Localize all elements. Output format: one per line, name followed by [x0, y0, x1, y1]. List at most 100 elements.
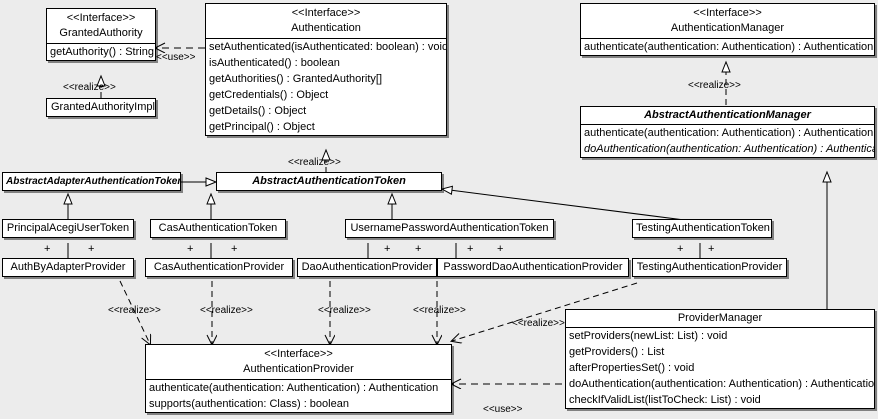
- class-name: AbstractAuthenticationToken: [252, 175, 406, 187]
- class-authentication-manager[interactable]: <<Interface>> AuthenticationManager auth…: [580, 3, 875, 56]
- operations-compartment: authenticate(authentication: Authenticat…: [146, 380, 451, 412]
- association-marker-plus: +: [708, 243, 715, 255]
- operation: supports(authentication: Class) : boolea…: [149, 398, 349, 410]
- edge-label-realize-abstract-authentication-manager: <<realize>>: [688, 80, 741, 91]
- operations-compartment: authenticate(authentication: Authenticat…: [581, 125, 874, 157]
- operation: getAuthorities() : GrantedAuthority[]: [209, 73, 383, 85]
- compartment-separator: [566, 327, 874, 328]
- association-marker-plus: +: [467, 243, 474, 255]
- class-name: PasswordDaoAuthenticationProvider: [443, 261, 623, 273]
- operations-compartment: setProviders(newList: List) : void getPr…: [566, 328, 874, 408]
- operation: getDetails() : Object: [209, 105, 307, 117]
- class-testing-authentication-provider[interactable]: TestingAuthenticationProvider: [632, 258, 787, 277]
- stereotype-label: <<Interface>>: [291, 7, 361, 19]
- association-marker-plus: +: [44, 243, 51, 255]
- edge-label-realize-password-dao-provider: <<realize>>: [413, 305, 466, 316]
- class-testing-authentication-token[interactable]: TestingAuthenticationToken: [632, 219, 772, 238]
- class-abstract-adapter-authentication-token[interactable]: AbstractAdapterAuthenticationToken: [2, 172, 181, 191]
- operations-compartment: setAuthenticated(isAuthenticated: boolea…: [206, 39, 446, 135]
- class-cas-authentication-provider[interactable]: CasAuthenticationProvider: [145, 258, 293, 277]
- class-name: ProviderManager: [677, 312, 763, 324]
- operation: authenticate(authentication: Authenticat…: [584, 41, 874, 53]
- association-marker-plus: +: [677, 243, 684, 255]
- class-name: AuthByAdapterProvider: [10, 261, 126, 273]
- class-header: TestingAuthenticationProvider: [633, 259, 786, 276]
- operations-compartment: authenticate(authentication: Authenticat…: [581, 39, 874, 55]
- class-name: CasAuthenticationProvider: [153, 261, 285, 273]
- operation: authenticate(authentication: Authenticat…: [149, 382, 439, 394]
- class-dao-authentication-provider[interactable]: DaoAuthenticationProvider: [297, 258, 437, 277]
- class-header: TestingAuthenticationToken: [633, 220, 771, 237]
- class-header: <<Interface>> GrantedAuthority: [47, 9, 155, 43]
- edge-label-realize-auth-by-adapter-provider: <<realize>>: [108, 305, 161, 316]
- operation: isAuthenticated() : boolean: [209, 57, 340, 69]
- class-header: <<Interface>> Authentication: [206, 4, 446, 38]
- class-name: TestingAuthenticationProvider: [636, 261, 783, 273]
- edge-label-use-provider-manager: <<use>>: [483, 404, 523, 415]
- class-authentication[interactable]: <<Interface>> Authentication setAuthenti…: [205, 3, 447, 136]
- class-header: ProviderManager: [566, 310, 874, 327]
- class-name: CasAuthenticationToken: [158, 222, 278, 234]
- class-authentication-provider[interactable]: <<Interface>> AuthenticationProvider aut…: [145, 344, 452, 413]
- operation: afterPropertiesSet() : void: [569, 362, 695, 374]
- class-name: AbstractAuthenticationManager: [644, 109, 811, 121]
- operation: authenticate(authentication: Authenticat…: [584, 127, 874, 139]
- class-header: DaoAuthenticationProvider: [298, 259, 436, 276]
- association-marker-plus: +: [231, 243, 238, 255]
- class-name: AbstractAdapterAuthenticationToken: [6, 176, 181, 187]
- edge-label-use-granted-authority: <<use>>: [156, 52, 196, 63]
- operation: doAuthentication(authentication: Authent…: [569, 378, 875, 390]
- association-marker-plus: +: [497, 243, 504, 255]
- class-header: <<Interface>> AuthenticationManager: [581, 4, 874, 38]
- class-header: CasAuthenticationToken: [151, 220, 285, 237]
- class-granted-authority-impl[interactable]: GrantedAuthorityImpl: [46, 98, 156, 117]
- class-header: AbstractAuthenticationManager: [581, 107, 874, 124]
- edge-label-realize-testing-authentication-provider: <<realize>>: [512, 318, 565, 329]
- class-username-password-authentication-token[interactable]: UsernamePasswordAuthenticationToken: [345, 219, 554, 238]
- compartment-separator: [581, 124, 874, 125]
- operation: getAuthority() : String: [50, 46, 154, 58]
- association-marker-plus: +: [187, 243, 194, 255]
- class-name: AuthenticationProvider: [243, 363, 354, 375]
- class-name: GrantedAuthority: [59, 27, 143, 39]
- compartment-separator: [206, 38, 446, 39]
- class-password-dao-authentication-provider[interactable]: PasswordDaoAuthenticationProvider: [437, 258, 629, 277]
- class-abstract-authentication-manager[interactable]: AbstractAuthenticationManager authentica…: [580, 106, 875, 158]
- operation: getCredentials() : Object: [209, 89, 329, 101]
- class-provider-manager[interactable]: ProviderManager setProviders(newList: Li…: [565, 309, 875, 409]
- stereotype-label: <<Interface>>: [693, 7, 762, 19]
- stereotype-label: <<Interface>>: [66, 12, 136, 24]
- class-granted-authority[interactable]: <<Interface>> GrantedAuthority getAuthor…: [46, 8, 156, 61]
- operation-abstract: doAuthentication(authentication: Authent…: [584, 143, 875, 155]
- class-header: AbstractAuthenticationToken: [217, 173, 441, 190]
- class-principal-acegi-user-token[interactable]: PrincipalAcegiUserToken: [2, 219, 134, 238]
- operation: setProviders(newList: List) : void: [569, 330, 728, 342]
- class-name: UsernamePasswordAuthenticationToken: [350, 222, 549, 234]
- class-header: GrantedAuthorityImpl: [47, 99, 155, 116]
- association-marker-plus: +: [415, 243, 422, 255]
- class-name: Authentication: [291, 22, 361, 34]
- class-header: AuthByAdapterProvider: [3, 259, 133, 276]
- association-marker-plus: +: [384, 243, 391, 255]
- stereotype-label: <<Interface>>: [264, 348, 333, 360]
- class-name: GrantedAuthorityImpl: [51, 101, 155, 113]
- operation: getPrincipal() : Object: [209, 121, 315, 133]
- edge-label-realize-authentication-token: <<realize>>: [288, 157, 341, 168]
- class-cas-authentication-token[interactable]: CasAuthenticationToken: [150, 219, 286, 238]
- class-abstract-authentication-token[interactable]: AbstractAuthenticationToken: [216, 172, 442, 191]
- class-auth-by-adapter-provider[interactable]: AuthByAdapterProvider: [2, 258, 134, 277]
- edge-label-realize-granted-authority-impl: <<realize>>: [63, 82, 116, 93]
- edge-label-realize-dao-authentication-provider: <<realize>>: [318, 305, 371, 316]
- class-name: DaoAuthenticationProvider: [301, 261, 433, 273]
- association-marker-plus: +: [88, 243, 95, 255]
- class-header: UsernamePasswordAuthenticationToken: [346, 220, 553, 237]
- compartment-separator: [146, 379, 451, 380]
- class-header: AbstractAdapterAuthenticationToken: [3, 173, 180, 190]
- class-header: PrincipalAcegiUserToken: [3, 220, 133, 237]
- operations-compartment: getAuthority() : String: [47, 44, 155, 60]
- class-name: TestingAuthenticationToken: [636, 222, 770, 234]
- compartment-separator: [47, 43, 155, 44]
- class-name: PrincipalAcegiUserToken: [6, 222, 130, 234]
- class-name: AuthenticationManager: [670, 22, 785, 34]
